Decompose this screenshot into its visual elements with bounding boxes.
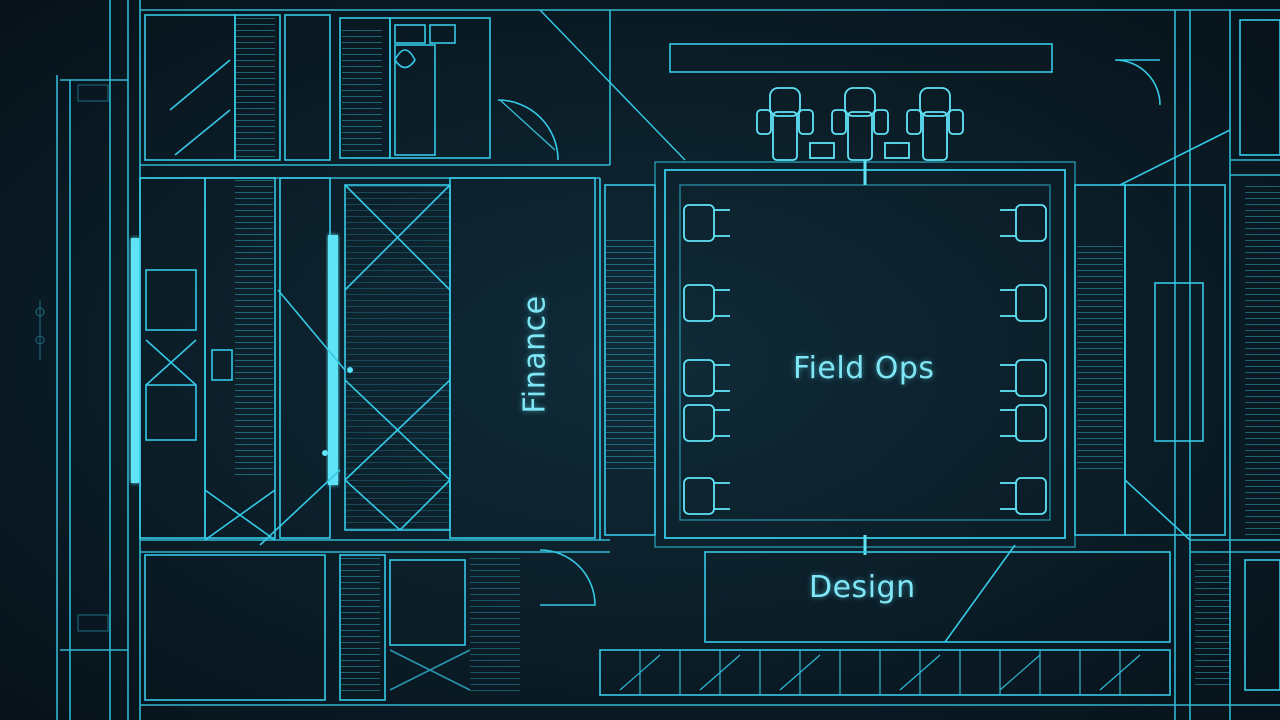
- chair-icon: [683, 477, 715, 515]
- top-chairs: [756, 87, 964, 161]
- chair-icon: [756, 87, 814, 161]
- room-label-finance: Finance: [517, 295, 553, 414]
- chair-icon: [1015, 284, 1047, 322]
- room-label-field-ops: Field Ops: [793, 351, 935, 386]
- cubicles: [619, 650, 1141, 695]
- field-ops-room: [654, 160, 1076, 555]
- right-rooms: [1074, 19, 1280, 691]
- room-label-design: Design: [809, 570, 916, 605]
- top-rooms: [339, 8, 1161, 165]
- bottom-rooms: [140, 540, 1280, 712]
- dimension-marks: [35, 84, 109, 632]
- chair-row-left: [683, 204, 730, 515]
- chair-icon: [1015, 477, 1047, 515]
- finance-room: [344, 177, 656, 540]
- left-rooms: [131, 14, 353, 546]
- outer-walls: [56, 0, 1280, 720]
- chair-icon: [831, 87, 889, 161]
- chair-row-right: [1000, 204, 1047, 515]
- chair-icon: [906, 87, 964, 161]
- chair-icon: [1015, 359, 1047, 397]
- chair-icon: [683, 404, 715, 442]
- chair-icon: [683, 284, 715, 322]
- chair-icon: [1015, 204, 1047, 242]
- chair-icon: [1015, 404, 1047, 442]
- chair-icon: [683, 359, 715, 397]
- chair-icon: [683, 204, 715, 242]
